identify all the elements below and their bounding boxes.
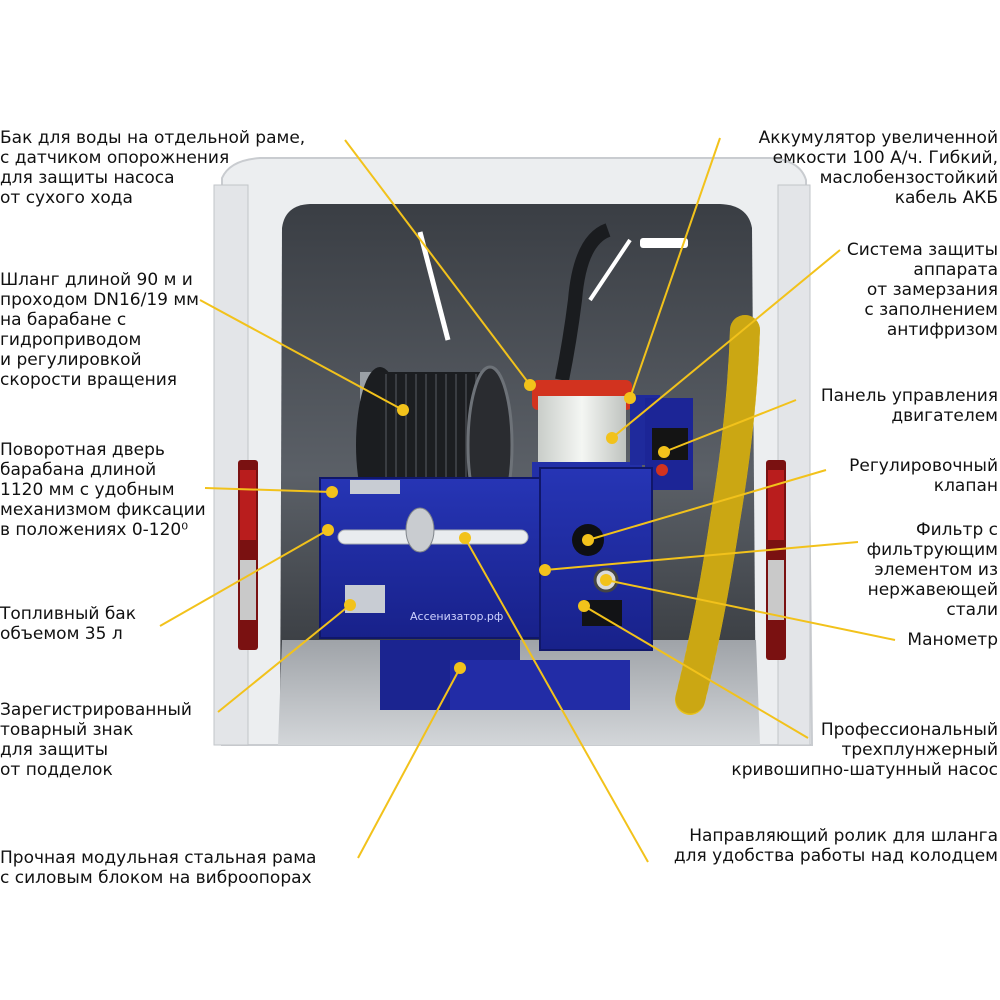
label-antifreeze: Система защиты аппарата от замерзания с … — [846, 240, 998, 340]
leader-dot-fuel-tank — [322, 524, 334, 536]
leader-dot-roller — [459, 532, 471, 544]
label-battery: Аккумулятор увеличенной емкости 100 А/ч.… — [758, 128, 998, 208]
label-pump: Профессиональный трехплунжерный кривошип… — [731, 720, 998, 780]
label-filter: Фильтр с фильтрующим элементом из нержав… — [866, 520, 998, 620]
label-roller: Направляющий ролик для шланга для удобст… — [673, 826, 998, 866]
leader-dot-trademark — [344, 599, 356, 611]
leader-dot-filter — [539, 564, 551, 576]
leader-line-frame — [357, 667, 461, 859]
label-frame: Прочная модульная стальная рама с силовы… — [0, 848, 317, 888]
leader-line-hose-drum — [199, 299, 404, 411]
leader-dot-swing-door — [326, 486, 338, 498]
leader-dot-battery — [624, 392, 636, 404]
label-valve: Регулировочный клапан — [849, 456, 998, 496]
corrugated-hose — [675, 315, 760, 715]
leader-dot-valve — [582, 534, 594, 546]
leader-dot-water-tank — [524, 379, 536, 391]
leader-line-swing-door — [204, 487, 333, 493]
label-gauge: Манометр — [907, 630, 998, 650]
label-swing-door: Поворотная дверь барабана длиной 1120 мм… — [0, 440, 206, 540]
leader-line-filter — [544, 541, 859, 571]
leader-line-pump — [583, 605, 809, 739]
leader-line-antifreeze — [611, 249, 841, 439]
label-engine-panel: Панель управления двигателем — [820, 386, 998, 426]
leader-line-gauge — [605, 579, 896, 641]
label-water-tank: Бак для воды на отдельной раме, с датчик… — [0, 128, 306, 208]
leader-dot-pump — [578, 600, 590, 612]
label-hose-drum: Шланг длиной 90 м и проходом DN16/19 мм … — [0, 270, 200, 390]
leader-line-fuel-tank — [159, 529, 329, 627]
leader-dot-engine-panel — [658, 446, 670, 458]
leader-line-engine-panel — [663, 399, 797, 453]
brand-logo: Ассенизатор.рф — [410, 610, 503, 623]
leader-dot-gauge — [600, 574, 612, 586]
label-fuel-tank: Топливный бак объемом 35 л — [0, 604, 136, 644]
leader-dot-frame — [454, 662, 466, 674]
suction-hose — [555, 223, 611, 382]
label-trademark: Зарегистрированный товарный знак для защ… — [0, 700, 192, 780]
water-tank — [532, 380, 660, 482]
leader-line-battery — [629, 137, 721, 399]
steel-frame — [319, 467, 653, 710]
leader-line-trademark — [217, 604, 351, 713]
leader-lines — [159, 137, 896, 863]
leader-dot-antifreeze — [606, 432, 618, 444]
leader-line-water-tank — [344, 139, 531, 386]
leader-line-valve — [587, 469, 827, 541]
leader-line-roller — [464, 537, 649, 863]
leader-dot-hose-drum — [397, 404, 409, 416]
